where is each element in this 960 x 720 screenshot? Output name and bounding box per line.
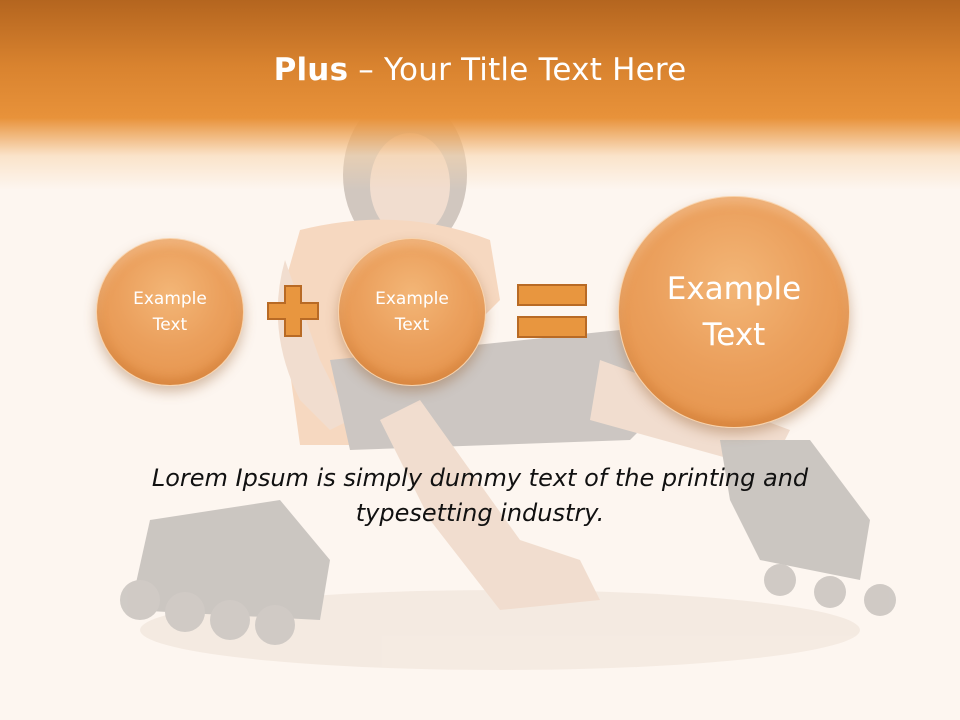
circle-1-label: Example Text <box>133 288 207 335</box>
plus-icon <box>267 285 319 337</box>
title-bold: Plus <box>273 52 349 88</box>
example-circle-1[interactable]: Example Text <box>96 238 244 386</box>
equals-icon <box>517 284 587 338</box>
body-caption[interactable]: Lorem Ipsum is simply dummy text of the … <box>151 464 809 527</box>
slide-title[interactable]: Plus – Your Title Text Here <box>0 52 960 88</box>
example-circle-2[interactable]: Example Text <box>338 238 486 386</box>
example-circle-result[interactable]: Example Text <box>618 196 850 428</box>
title-rest: – Your Title Text Here <box>348 52 687 88</box>
circle-result-label: Example Text <box>666 270 802 354</box>
title-bar <box>0 0 960 190</box>
circle-2-label: Example Text <box>375 288 449 335</box>
